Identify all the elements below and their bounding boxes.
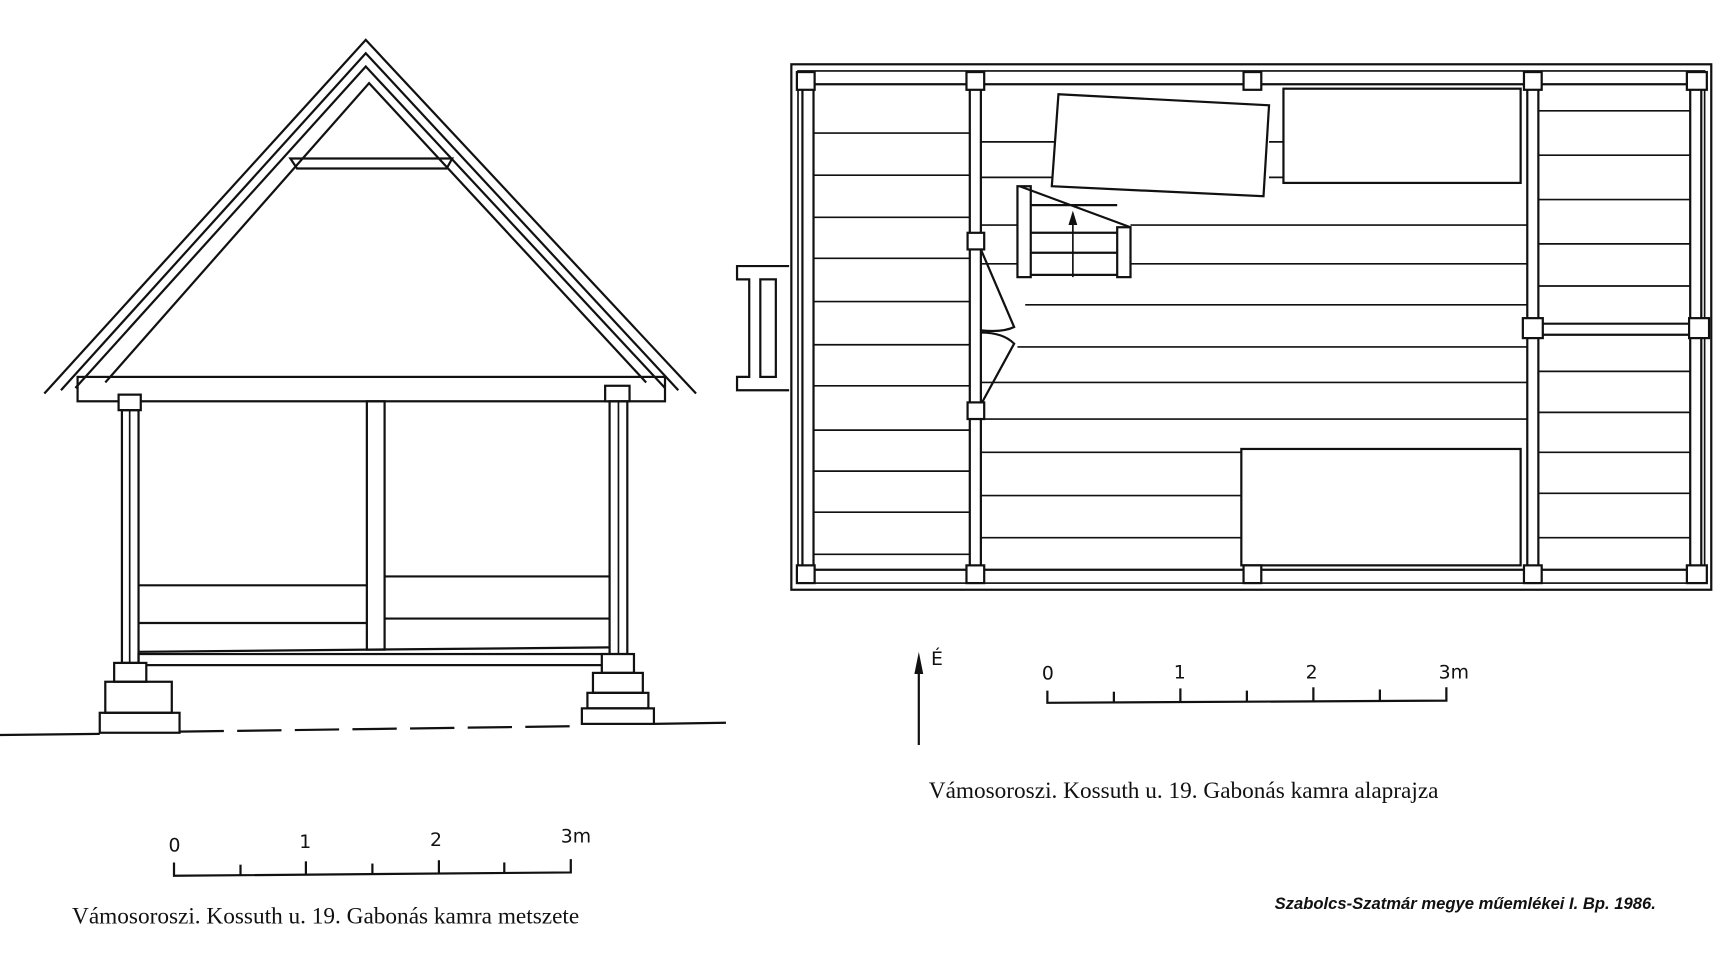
north-arrow: É [914,647,943,745]
sill-beam [137,652,611,667]
scale-label: 2 [430,830,442,851]
scale-label: 0 [168,835,180,856]
scale-label: 1 [1174,662,1186,683]
stair [1016,185,1132,279]
source-citation: Szabolcs-Szatmár megye műemlékei I. Bp. … [1275,894,1656,913]
plan-drawing: É 0 1 2 3m Vámosoroszi. Kossuth u. 19. G… [735,63,1713,804]
scale-label: 0 [1042,664,1054,685]
collar-beam [288,157,455,170]
section-scale-bar: 0 1 2 3m [168,826,591,877]
section-caption: Vámosoroszi. Kossuth u. 19. Gabonás kamr… [72,903,579,929]
post-cap-right [604,384,631,403]
grain-bin [1240,447,1522,567]
posts [795,70,1711,585]
scale-label: 3m [1439,662,1469,683]
outer-wall [790,63,1713,591]
section-drawing: 0 1 2 3m Vámosoroszi. Kossuth u. 19. Gab… [0,38,726,929]
scale-label: 3m [561,826,591,847]
wall-boards [138,575,610,653]
floor-boards [813,110,1691,556]
plan-caption: Vámosoroszi. Kossuth u. 19. Gabonás kamr… [929,778,1439,804]
foundation-left [98,661,181,734]
door-swings [979,248,1016,406]
scale-label: 1 [299,832,311,853]
north-label: É [931,647,943,670]
plan-scale-bar: 0 1 2 3m [1042,662,1469,704]
foundation-right [580,652,656,725]
post-cap-left [117,393,142,412]
roof [43,38,697,395]
top-plate [76,375,667,403]
ground-line [0,732,100,737]
porch-step [735,264,790,392]
grain-bin [1282,87,1522,185]
scale-label: 2 [1306,662,1318,683]
grain-bin [1050,93,1271,198]
